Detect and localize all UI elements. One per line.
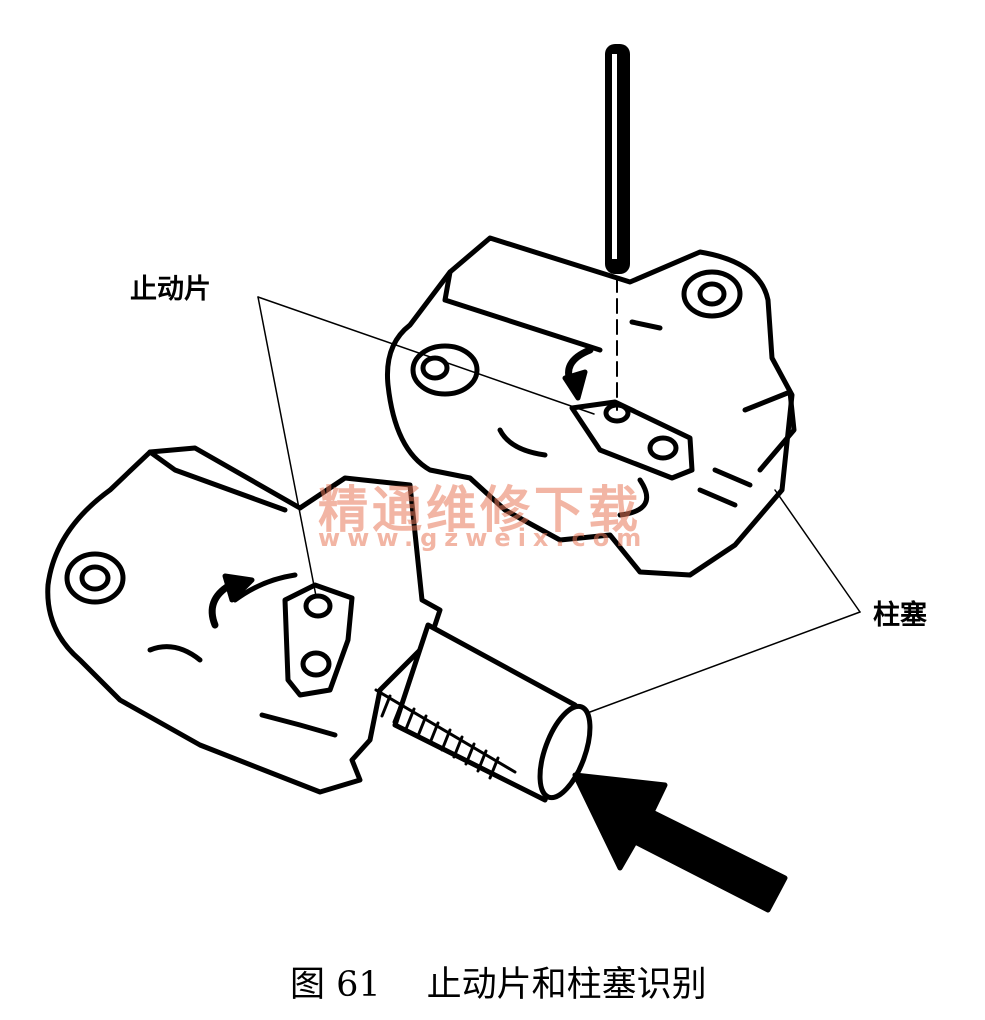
- leader-lines: [257, 296, 861, 713]
- plunger-label: 柱塞: [873, 600, 927, 631]
- stop-plate-label: 止动片: [130, 274, 211, 305]
- figure-caption: 图 61 止动片和柱塞识别: [290, 968, 707, 1003]
- push-arrow-icon: [572, 772, 788, 913]
- figure-number: 图 61: [290, 965, 381, 1005]
- locking-pin-icon: [605, 44, 630, 411]
- plunger-icon: [374, 622, 593, 803]
- figure-title: 止动片和柱塞识别: [426, 965, 707, 1005]
- lower-tensioner-icon: [45, 445, 443, 795]
- upper-tensioner-icon: [384, 235, 797, 578]
